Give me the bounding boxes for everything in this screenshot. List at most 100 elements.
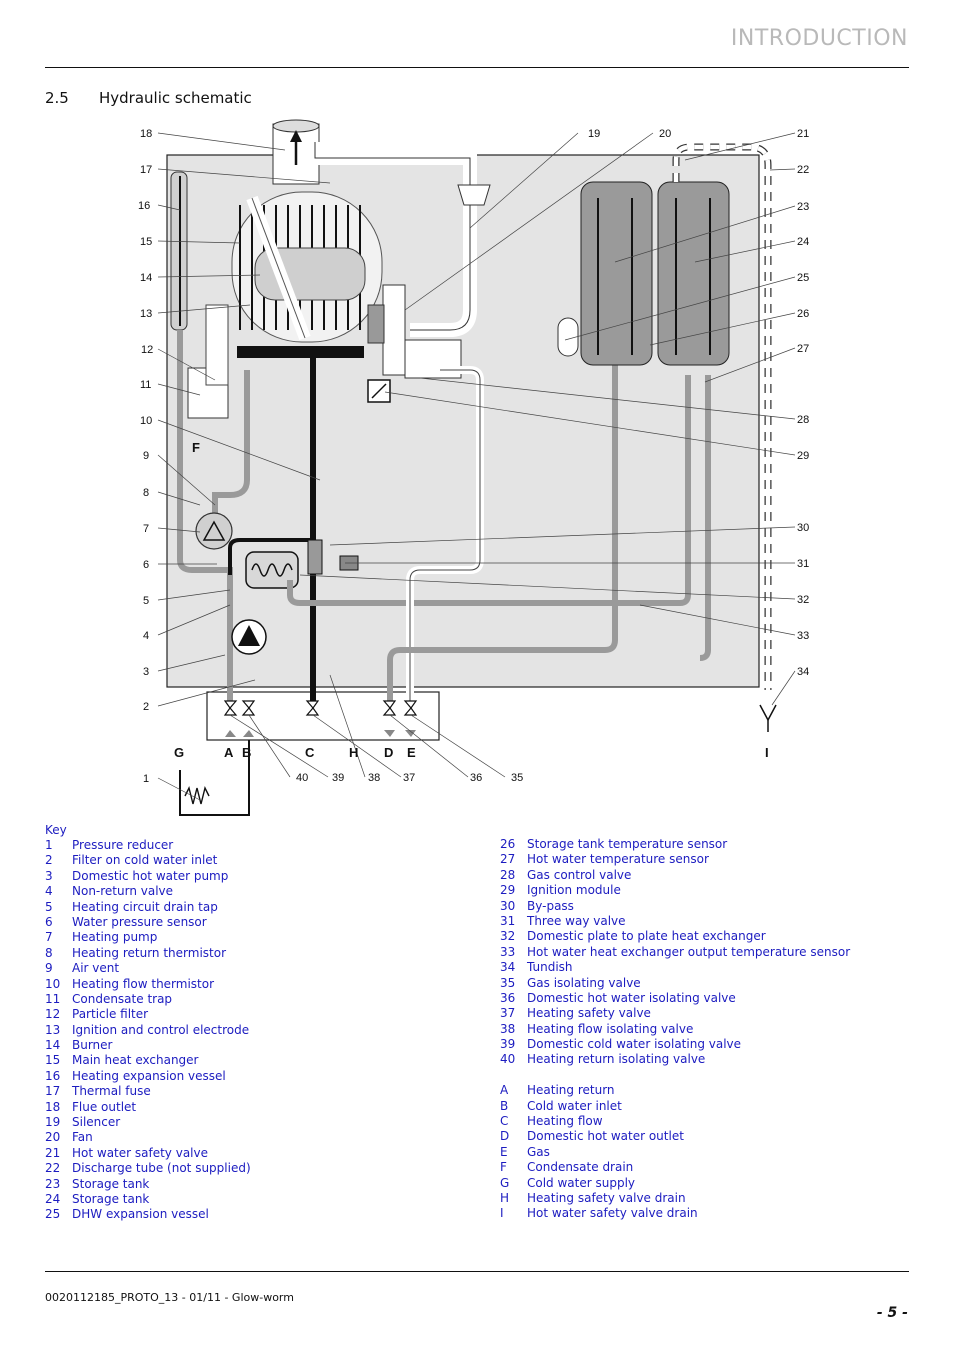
key-label: Hot water safety valve drain	[527, 1206, 698, 1221]
key-number: A	[500, 1083, 509, 1098]
connection-letter-c: C	[305, 745, 315, 760]
connection-letter-d: D	[384, 745, 393, 760]
callout-1: 1	[143, 773, 149, 785]
key-letter-item: I Hot water safety valve drain	[500, 1206, 850, 1221]
callout-36: 36	[470, 772, 482, 784]
callout-23: 23	[797, 201, 809, 213]
key-number: 15	[45, 1053, 61, 1068]
key-number: I	[500, 1206, 504, 1221]
flue-outlet-graphic	[272, 119, 320, 185]
key-number: 3	[45, 868, 53, 883]
key-label: Ignition and control electrode	[72, 1022, 250, 1037]
isolating-valves	[223, 700, 418, 716]
key-number: 16	[45, 1068, 61, 1083]
key-number: 12	[45, 1007, 61, 1022]
key-number: 34	[500, 960, 516, 975]
callout-22: 22	[797, 164, 809, 176]
key-label: Heating expansion vessel	[72, 1068, 226, 1083]
connection-letter-e: E	[407, 745, 416, 760]
key-label: Heating return thermistor	[72, 945, 227, 960]
key-number: H	[500, 1190, 510, 1205]
callout-33: 33	[797, 630, 809, 642]
key-label: Hot water safety valve	[72, 1145, 208, 1160]
callout-14: 14	[140, 272, 152, 284]
key-number: 21	[45, 1145, 61, 1160]
connection-letter-b: B	[242, 745, 251, 760]
callout-16: 16	[138, 200, 150, 212]
callout-15: 15	[140, 236, 152, 248]
key-number: 36	[500, 990, 516, 1005]
page-number: - 5 -	[876, 1305, 908, 1321]
key-label: By-pass	[527, 898, 574, 913]
key-number: 32	[500, 929, 516, 944]
key-number: 10	[45, 976, 61, 991]
callout-9: 9	[143, 450, 149, 462]
key-number: 30	[500, 898, 516, 913]
callout-5: 5	[143, 595, 149, 607]
key-label: Silencer	[72, 1115, 121, 1130]
key-number: 31	[500, 913, 516, 928]
key-label: Storage tank temperature sensor	[527, 837, 728, 851]
callout-13: 13	[140, 308, 152, 320]
key-number: 28	[500, 867, 516, 882]
key-item: 26 Storage tank temperature sensor	[500, 837, 850, 852]
key-number: 24	[45, 1191, 61, 1206]
callout-37: 37	[403, 772, 415, 784]
connection-letter-h: H	[349, 745, 358, 760]
key-number: 22	[45, 1161, 61, 1176]
section-number: 2.5	[45, 89, 69, 107]
hydraulic-schematic-diagram: 18 17 16 15 14 13 12 11 10 9 8 7 6 5 4 3…	[138, 119, 809, 816]
callout-39: 39	[332, 772, 344, 784]
key-number: 14	[45, 1038, 61, 1053]
key-label: Filter on cold water inlet	[72, 853, 218, 868]
page-header-title: INTRODUCTION	[730, 26, 908, 51]
key-number: 5	[45, 899, 53, 914]
key-title: Key	[45, 823, 67, 837]
callout-32: 32	[797, 594, 809, 606]
key-label: Heating return	[527, 1083, 615, 1098]
connection-bar	[206, 691, 440, 741]
key-label: Three way valve	[527, 913, 626, 928]
key-number: 35	[500, 975, 516, 990]
key-label: Domestic cold water isolating valve	[527, 1037, 742, 1052]
key-number: 9	[45, 961, 53, 976]
key-label: Water pressure sensor	[72, 914, 207, 929]
key-item: 28 Gas control valve	[500, 868, 850, 883]
key-letter-item: H Heating safety valve drain	[500, 1191, 850, 1206]
key-number: 26	[500, 837, 516, 851]
key-number: 19	[45, 1115, 61, 1130]
key-label: Hot water temperature sensor	[527, 852, 709, 867]
key-label: Domestic hot water isolating valve	[527, 990, 736, 1005]
key-number: 40	[500, 1052, 516, 1067]
callout-29: 29	[797, 450, 809, 462]
key-label: Gas control valve	[527, 867, 632, 882]
footer-doc-ref: 0020112185_PROTO_13 - 01/11 - Glow-worm	[45, 1291, 294, 1304]
key-letter-item: A Heating return	[500, 1083, 850, 1098]
connection-letter-i: I	[765, 745, 769, 760]
key-label: Heating safety valve drain	[527, 1190, 686, 1205]
callout-17: 17	[140, 164, 152, 176]
callout-27: 27	[797, 343, 809, 355]
